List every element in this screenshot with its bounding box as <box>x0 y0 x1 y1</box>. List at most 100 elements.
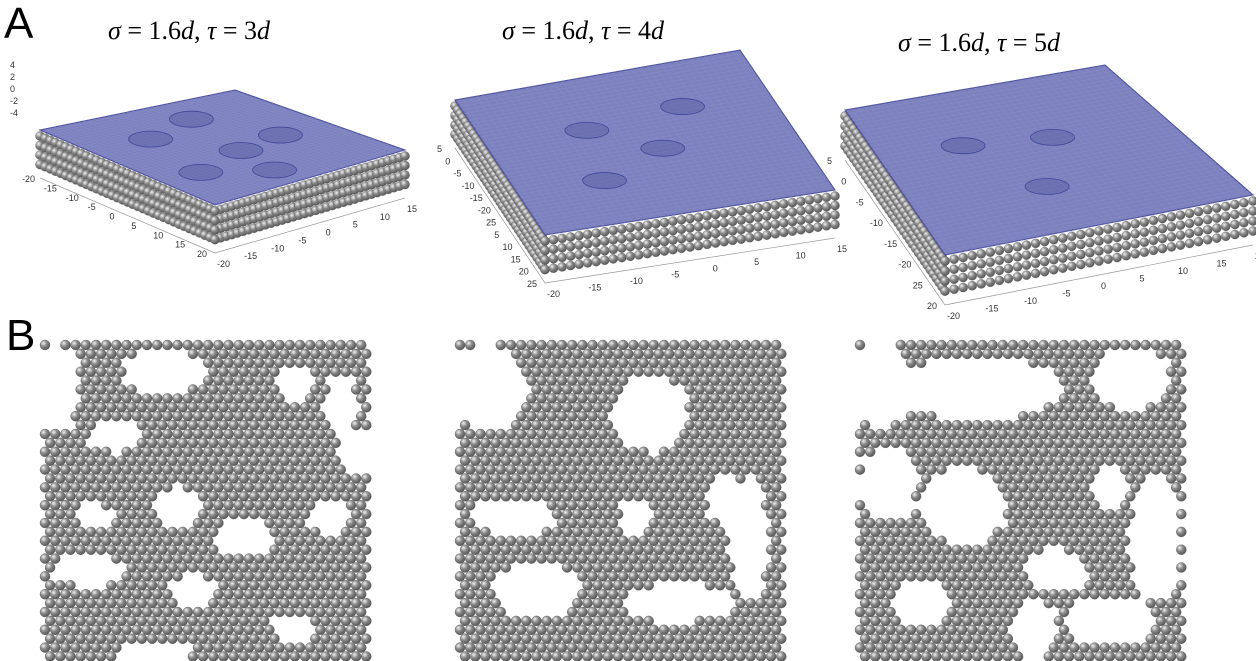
particle-sphere <box>1043 526 1054 538</box>
particle-sphere <box>617 571 629 582</box>
particle-sphere <box>485 535 496 547</box>
wall-sphere <box>796 225 806 235</box>
particle-sphere <box>1094 455 1105 466</box>
particle-sphere <box>561 384 573 395</box>
particle-sphere <box>157 402 168 413</box>
particle-sphere <box>997 428 1009 440</box>
particle-sphere <box>987 428 998 440</box>
particle-sphere <box>771 642 782 653</box>
particle-sphere <box>146 455 158 466</box>
axis-tick-label: 25 <box>913 280 923 290</box>
particle-sphere <box>765 580 777 591</box>
particle-sphere <box>475 428 486 440</box>
particle-sphere <box>755 651 767 661</box>
particle-sphere <box>684 437 695 449</box>
particle-sphere <box>233 339 245 351</box>
particle-sphere <box>157 419 168 431</box>
particle-sphere <box>1089 571 1100 582</box>
wall-sphere <box>1030 258 1041 269</box>
axis-tick-label: 15 <box>1217 259 1227 269</box>
particle-sphere <box>1038 482 1049 493</box>
particle-sphere <box>55 455 66 466</box>
particle-sphere <box>223 446 234 458</box>
wall-sphere <box>753 212 763 223</box>
particle-sphere <box>233 499 245 511</box>
wall-sphere <box>651 238 661 248</box>
particle-sphere <box>612 384 624 395</box>
particle-sphere <box>956 428 968 440</box>
particle-sphere <box>111 553 122 564</box>
wall-sphere <box>642 239 653 249</box>
particle-sphere <box>521 615 532 627</box>
particle-sphere <box>931 633 942 644</box>
particle-sphere <box>1028 464 1039 475</box>
particle-sphere <box>956 624 968 635</box>
particle-sphere <box>1074 419 1085 431</box>
particle-sphere <box>1068 339 1080 351</box>
particle-sphere <box>561 402 573 413</box>
particle-sphere <box>905 357 917 368</box>
particle-sphere <box>1084 473 1095 484</box>
particle-sphere <box>65 633 76 644</box>
particle-sphere <box>982 419 993 431</box>
particle-sphere <box>65 473 76 484</box>
particle-sphere <box>926 642 937 653</box>
particle-sphere <box>1074 437 1085 449</box>
particle-sphere <box>1023 473 1034 484</box>
particle-sphere <box>1058 357 1070 368</box>
particle-sphere <box>915 517 927 529</box>
wall-sphere <box>1085 248 1095 258</box>
particle-sphere <box>1089 535 1100 547</box>
particle-sphere <box>750 357 761 368</box>
particle-sphere <box>684 633 695 644</box>
wall-sphere <box>565 260 576 271</box>
particle-sphere <box>131 624 143 635</box>
wall-sphere <box>1230 199 1240 210</box>
particle-sphere <box>725 402 736 413</box>
particle-sphere <box>674 544 685 555</box>
particle-sphere <box>167 597 178 609</box>
particle-sphere <box>1007 606 1019 618</box>
particle-sphere <box>755 473 767 484</box>
particle-sphere <box>735 437 746 449</box>
particle-sphere <box>704 473 716 484</box>
wall-sphere <box>1139 247 1150 257</box>
particle-sphere <box>340 580 352 591</box>
particle-sphere <box>1176 615 1187 627</box>
particle-sphere <box>345 357 357 368</box>
wall-sphere <box>1058 243 1068 253</box>
particle-sphere <box>941 348 952 360</box>
particle-sphere <box>259 402 270 413</box>
particle-sphere <box>556 339 568 351</box>
particle-sphere <box>602 508 614 520</box>
particle-sphere <box>905 517 917 529</box>
wall-sphere <box>625 232 636 243</box>
particle-sphere <box>587 393 598 404</box>
particle-sphere <box>745 633 756 644</box>
particle-sphere <box>556 428 568 440</box>
particle-sphere <box>361 384 372 395</box>
particle-sphere <box>141 428 153 440</box>
wall-sphere <box>830 210 840 220</box>
wall-sphere <box>753 203 763 213</box>
particle-sphere <box>1089 446 1100 458</box>
particle-sphere <box>356 571 367 582</box>
particle-sphere <box>1094 562 1105 573</box>
particle-sphere <box>182 553 194 564</box>
particle-sphere <box>536 375 547 386</box>
particle-sphere <box>1084 508 1095 520</box>
particle-sphere <box>966 339 978 351</box>
particle-sphere <box>299 544 311 555</box>
particle-sphere <box>561 455 573 466</box>
particle-sphere <box>1063 473 1075 484</box>
particle-sphere <box>111 517 122 529</box>
wall-sphere <box>1094 236 1104 246</box>
particle-sphere <box>961 651 973 661</box>
particle-sphere <box>1160 606 1172 618</box>
axis-tick-label: -15 <box>986 304 999 314</box>
particle-sphere <box>1043 437 1054 449</box>
particle-sphere <box>607 642 619 653</box>
particle-sphere <box>694 526 705 538</box>
particle-sphere <box>177 526 188 538</box>
particle-sphere <box>709 464 721 475</box>
